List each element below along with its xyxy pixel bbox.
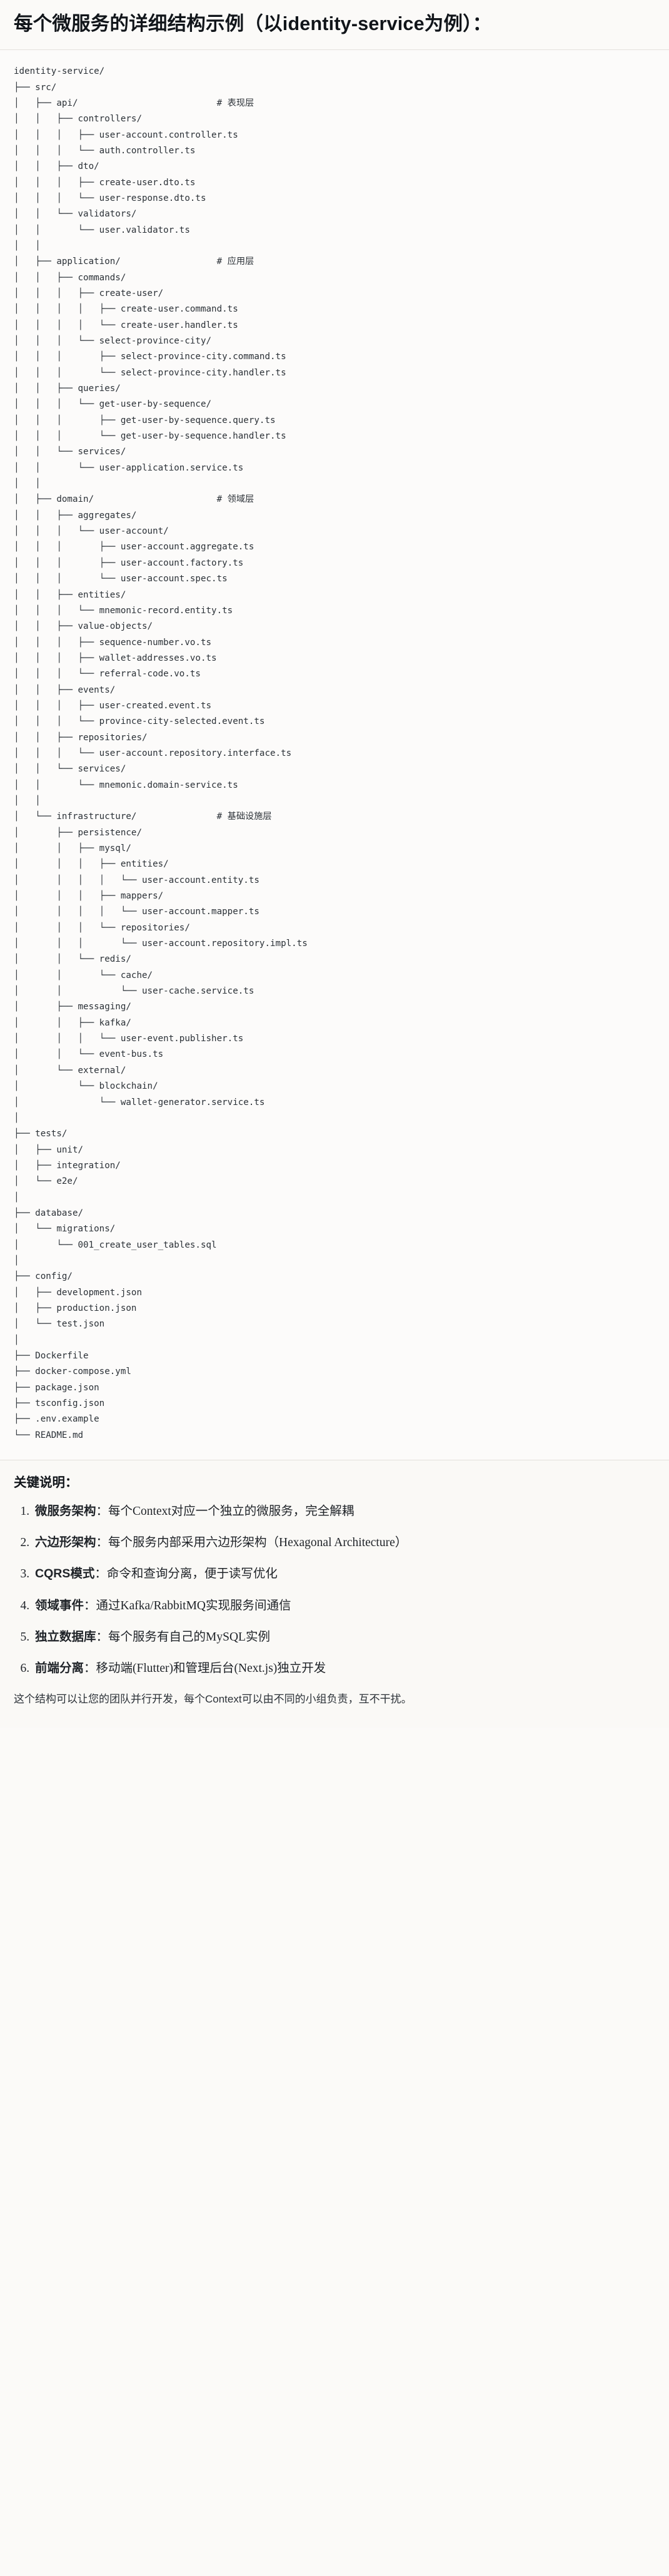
list-item: 领域事件：通过Kafka/RabbitMQ实现服务间通信 [33,1597,655,1615]
note-separator: ： [96,1504,109,1518]
list-item: 六边形架构：每个服务内部采用六边形架构（Hexagonal Architectu… [33,1534,655,1552]
note-description: 通过Kafka/RabbitMQ实现服务间通信 [96,1599,291,1612]
list-item: 微服务架构：每个Context对应一个独立的微服务，完全解耦 [33,1502,655,1520]
note-term: 六边形架构 [35,1535,96,1550]
key-notes-title: 关键说明： [14,1475,78,1490]
note-term: 前端分离 [35,1661,84,1676]
note-term: CQRS模式 [35,1567,95,1581]
note-separator: ： [84,1599,96,1612]
note-term: 微服务架构 [35,1504,96,1518]
note-separator: ： [84,1662,96,1676]
note-description: 移动端(Flutter)和管理后台(Next.js)独立开发 [96,1662,326,1676]
list-item: CQRS模式：命令和查询分离，便于读写优化 [33,1565,655,1583]
note-separator: ： [96,1630,109,1644]
note-description: 每个服务有自己的MySQL实例 [108,1630,270,1644]
directory-tree-block: identity-service/ ├── src/ │ ├── api/ # … [0,50,669,1460]
note-term: 独立数据库 [35,1629,96,1644]
note-description: 命令和查询分离，便于读写优化 [106,1567,278,1581]
note-separator: ： [96,1536,109,1550]
document-page: 每个微服务的详细结构示例（以identity-service为例）： ident… [0,0,669,1728]
list-item: 前端分离：移动端(Flutter)和管理后台(Next.js)独立开发 [33,1659,655,1677]
note-separator: ： [94,1567,107,1581]
directory-tree: identity-service/ ├── src/ │ ├── api/ # … [14,66,308,1440]
title-divider [0,49,669,51]
page-title: 每个微服务的详细结构示例（以identity-service为例）： [14,13,492,34]
key-notes-section: 关键说明： 微服务架构：每个Context对应一个独立的微服务，完全解耦 六边形… [0,1460,669,1728]
closing-paragraph: 这个结构可以让您的团队并行开发，每个Context可以由不同的小组负责，互不干扰… [14,1693,412,1706]
note-description: 每个Context对应一个独立的微服务，完全解耦 [108,1504,355,1518]
note-term: 领域事件 [35,1598,84,1612]
list-item: 独立数据库：每个服务有自己的MySQL实例 [33,1628,655,1646]
key-notes-list: 微服务架构：每个Context对应一个独立的微服务，完全解耦 六边形架构：每个服… [14,1502,655,1678]
note-description: 每个服务内部采用六边形架构（Hexagonal Architecture） [108,1536,408,1550]
